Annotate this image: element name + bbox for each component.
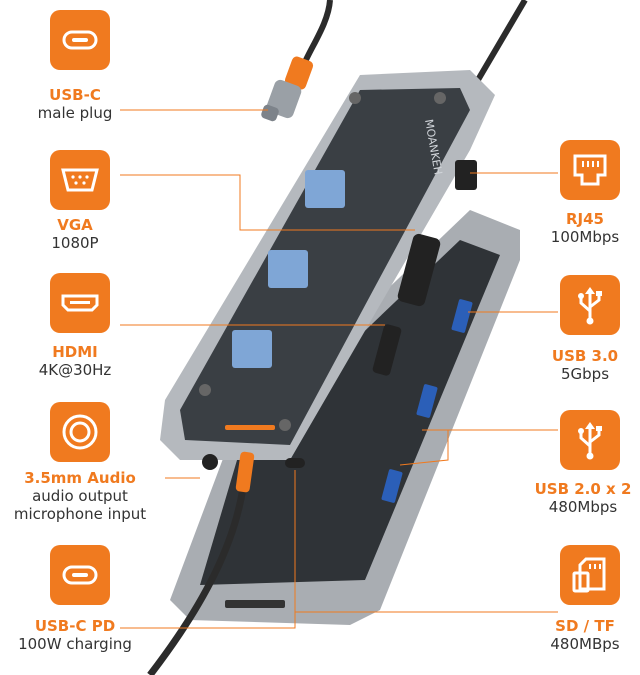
usb-c-title: USB-C — [49, 86, 101, 104]
usb-icon — [560, 410, 620, 470]
internal-usb-c — [232, 330, 272, 368]
usb3-label: USB 3.0 5Gbps — [510, 347, 640, 383]
ethernet-icon — [560, 140, 620, 200]
pd-port — [285, 458, 305, 468]
usb2-label: USB 2.0 x 2 480Mbps — [508, 480, 640, 516]
audio-subtitle: audio output — [32, 487, 128, 505]
usb-icon — [560, 275, 620, 335]
hdmi-icon — [50, 273, 110, 333]
internal-usb-b — [268, 250, 308, 288]
hdmi-label: HDMI 4K@30Hz — [0, 343, 160, 379]
usb-c-label: USB-C male plug — [0, 86, 160, 122]
rj45-port — [455, 160, 477, 190]
usb-c-subtitle: male plug — [37, 104, 113, 122]
hdmi-title: HDMI — [52, 343, 98, 361]
usb3-title: USB 3.0 — [551, 347, 619, 365]
usb-c-pd-subtitle: 100W charging — [18, 635, 132, 653]
sd-subtitle: 480MBps — [550, 635, 620, 653]
sd-title: SD / TF — [555, 617, 615, 635]
vga-icon — [50, 150, 110, 210]
vga-title: VGA — [57, 216, 93, 234]
sd-card-icon — [560, 545, 620, 605]
hdmi-port — [372, 324, 402, 376]
leader-lines — [120, 109, 558, 629]
vga-subtitle: 1080P — [51, 234, 99, 252]
usb2-port-1 — [416, 384, 438, 418]
audio-label: 3.5mm Audio audio output microphone inpu… — [0, 469, 165, 523]
audio-subtitle-2: microphone input — [13, 505, 147, 523]
usb2-subtitle: 480Mbps — [548, 498, 618, 516]
audio-title: 3.5mm Audio — [24, 469, 136, 487]
sd-slot — [225, 600, 285, 608]
pd-cable — [147, 469, 249, 675]
usb3-port — [451, 299, 473, 333]
usb-c-pd-icon — [50, 545, 110, 605]
usb2-port-2 — [381, 469, 403, 503]
vga-port — [397, 233, 441, 307]
sd-label: SD / TF 480MBps — [510, 617, 640, 653]
upper-hub-body: MOANKEH — [160, 70, 495, 470]
internal-usb-a — [305, 170, 345, 208]
usb-c-pd-label: USB-C PD 100W charging — [0, 617, 160, 653]
usb2-title: USB 2.0 x 2 — [534, 480, 632, 498]
vga-label: VGA 1080P — [0, 216, 160, 252]
rj45-title: RJ45 — [565, 210, 604, 228]
rj45-subtitle: 100Mbps — [550, 228, 620, 246]
rj45-label: RJ45 100Mbps — [510, 210, 640, 246]
audio-port — [202, 454, 218, 470]
usb-c-plug — [261, 56, 314, 122]
usb-c-pd-title: USB-C PD — [34, 617, 116, 635]
audio-jack-icon — [50, 402, 110, 462]
usb-c-icon — [50, 10, 110, 70]
usb3-subtitle: 5Gbps — [560, 365, 610, 383]
lower-hub-body — [170, 210, 520, 625]
hdmi-subtitle: 4K@30Hz — [38, 361, 112, 379]
back-cable — [472, 0, 528, 87]
